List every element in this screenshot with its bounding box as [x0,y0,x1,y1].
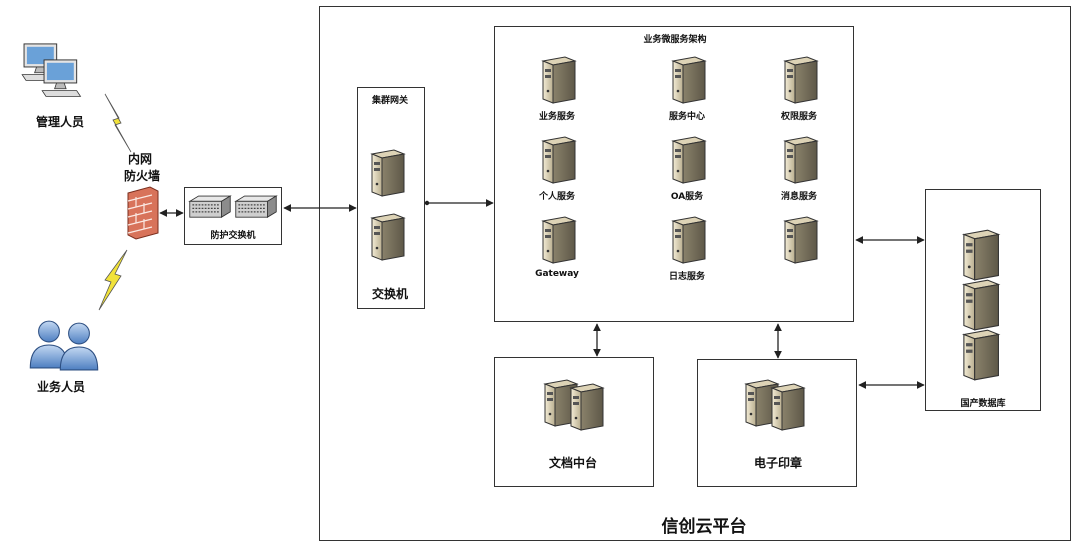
microservice-server-label: 个人服务 [538,192,576,202]
server-tower-icon [537,215,577,265]
server-tower-icon [779,215,819,265]
network-switch-icon [188,194,232,221]
server-tower-icon [956,228,1002,282]
desktop-computer-icon [40,58,98,106]
microservice-server-label: 消息服务 [780,192,818,202]
server-tower-icon [667,135,707,185]
users-icon [58,320,100,372]
gateway-cluster-box: 集群网关 交换机 [357,87,425,309]
firewall-label-line1: 内网 [127,152,153,166]
microservice-title: 业务微服务架构 [643,35,707,45]
server-tower-icon [779,135,819,185]
server-tower-icon [366,212,406,262]
microservice-box: 业务微服务架构 业务服务 服务中心 权限服务个人服务 OA服务 消息服务 Gateway 日… [494,26,854,322]
doc-center-label: 文档中台 [548,456,598,470]
seal-box: 电子印章 [697,359,857,487]
server-tower-icon [537,55,577,105]
gateway-switch-box: 防护交换机 [184,187,282,245]
server-tower-icon [565,382,605,432]
ops-staff-label: 管理人员 [35,115,85,129]
lightning-link-icon [98,249,128,311]
server-tower-icon [779,55,819,105]
microservice-server-label: 业务服务 [538,112,576,122]
server-tower-icon [366,148,406,198]
microservice-server-label: 权限服务 [780,112,818,122]
microservice-server-label: 日志服务 [668,272,706,282]
firewall-icon [127,186,159,240]
server-tower-icon [956,278,1002,332]
microservice-server-label: 服务中心 [668,112,706,122]
server-tower-icon [766,382,806,432]
server-tower-icon [667,55,707,105]
network-switch-icon [234,194,278,221]
gateway-cluster-title: 集群网关 [371,96,409,106]
server-tower-icon [956,328,1002,382]
platform-frame [319,6,1071,541]
gateway-label: 防护交换机 [210,231,256,241]
biz-staff-label: 业务人员 [36,380,86,394]
platform-title: 信创云平台 [661,517,747,537]
seal-label: 电子印章 [753,456,803,470]
microservice-server-label: Gateway [535,269,579,279]
firewall-label-line2: 防火墙 [123,169,161,183]
database-box: 国产数据库 [925,189,1041,411]
microservice-server-label: OA服务 [670,192,704,202]
doc-center-box: 文档中台 [494,357,654,487]
gateway-cluster-bottom-label: 交换机 [371,287,409,301]
server-tower-icon [537,135,577,185]
database-label: 国产数据库 [960,399,1006,409]
lightning-link-icon [104,93,132,153]
server-tower-icon [667,215,707,265]
